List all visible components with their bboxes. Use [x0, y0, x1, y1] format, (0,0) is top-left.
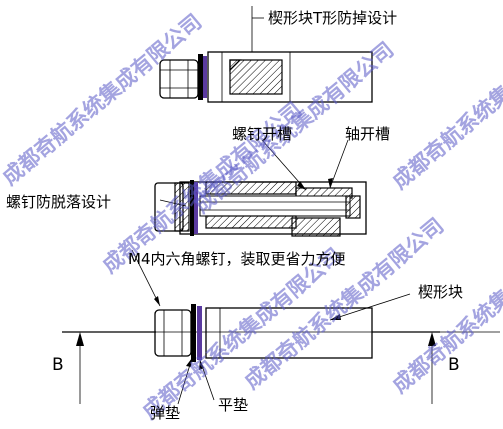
label-top-design: 楔形块T形防掉设计 [268, 9, 397, 27]
section-view-assembly [131, 139, 367, 307]
assembly-screw-head [154, 309, 192, 357]
top-screw-head [159, 59, 199, 99]
label-screw-slot: 螺钉开槽 [232, 125, 292, 143]
top-view-assembly [159, 6, 373, 103]
label-shaft-slot: 轴开槽 [345, 125, 390, 143]
label-wedge-block: 楔形块 [418, 283, 463, 301]
assembly-spring-washer [191, 304, 196, 362]
watermark-1: 成都奇航系统集成有限公司 [0, 9, 206, 189]
watermark-7: 成都奇航系统集成有限公司 [388, 13, 503, 193]
label-section-left: B [52, 355, 64, 375]
assembly-flat-washer [197, 306, 202, 360]
label-screw-anti-drop: 螺钉防脱落设计 [6, 193, 111, 211]
top-thread-region [229, 59, 283, 95]
top-washer [198, 54, 203, 100]
label-spring-washer: 弹垫 [150, 404, 180, 422]
label-flat-washer: 平垫 [218, 396, 248, 414]
label-m4-screw: M4内六角螺钉，装取更省力方便 [128, 250, 346, 268]
label-section-right: B [448, 355, 460, 375]
assembly-wedge-body [205, 307, 373, 359]
assembly-view [62, 293, 500, 405]
